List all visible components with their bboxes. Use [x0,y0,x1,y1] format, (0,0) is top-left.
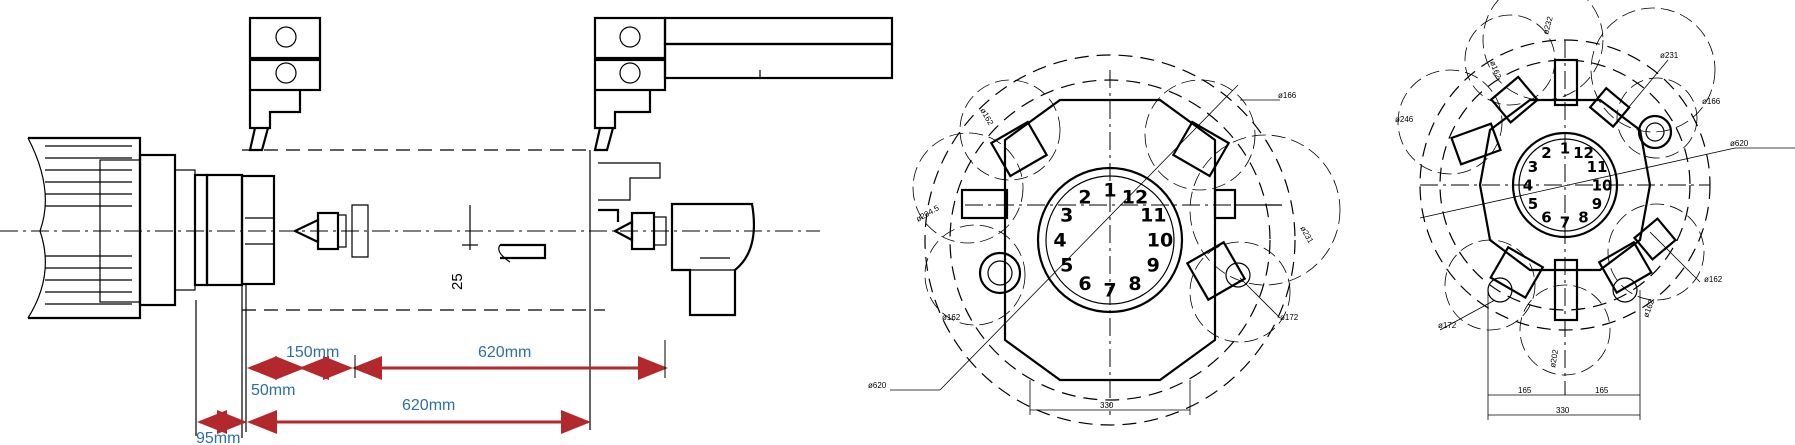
center-left [292,204,369,258]
turret-b-w165-left: 165 [1518,386,1532,395]
station-number: 8 [1578,208,1588,226]
station-number: 5 [1528,195,1538,213]
turret-b: ø232 ø231 ø246 ø166 ø620 ø162 ø172 ø162 … [1395,0,1795,420]
turret-b-w165-right: 165 [1595,386,1609,395]
station-number: 6 [1078,273,1091,295]
station-number: 2 [1541,144,1551,162]
upper-toolpost-left [248,16,322,152]
turret-b-d162: ø162 [1704,275,1723,284]
station-number: 4 [1053,230,1066,252]
dimension-arrows [197,340,668,434]
turret-a-w330: 330 [1100,401,1114,410]
station-number: 4 [1523,176,1533,194]
turret-a-d231: ø231 [1298,225,1315,246]
dim-620-bottom: 620mm [402,397,455,414]
station-number: 12 [1122,186,1148,208]
station-number: 7 [1103,280,1116,302]
headstock [27,136,276,320]
station-number: 9 [1147,255,1160,277]
turret-a-d162-top: ø162 [978,107,995,128]
turret-b-w330: 330 [1556,406,1570,415]
turret-a: ø162 ø166 ø204.5 ø231 ø162 ø172 ø620 330… [868,54,1341,426]
station-number: 10 [1147,230,1173,252]
upper-toolpost-right [593,16,894,152]
turret-a-d620: ø620 [868,381,887,390]
side-view: 150mm 620mm 50mm 620mm 95mm 25 [0,16,894,445]
tailstock [598,162,756,317]
turret-a-d172: ø172 [1280,313,1299,322]
station-number: 2 [1078,186,1091,208]
station-number: 3 [1528,158,1538,176]
station-number: 1 [1103,180,1116,202]
turret-a-d204: ø204.5 [915,203,942,224]
station-number: 10 [1592,176,1613,194]
work-envelope [195,149,605,438]
turret-b-d202: ø202 [1548,348,1560,368]
turret-b-d232: ø232 [1541,15,1555,35]
station-number: 8 [1128,273,1141,295]
turret-b-d620: ø620 [1730,139,1749,148]
turret-b-d162-top: ø162 [1488,60,1503,81]
station-number: 6 [1541,208,1551,226]
station-number: 11 [1140,205,1166,227]
turret-b-d162-low: ø162 [1641,298,1656,319]
turret-b-d166: ø166 [1702,97,1721,106]
turret-a-d162-bottom: ø162 [942,313,961,322]
dim-25: 25 [449,273,466,290]
dim-50: 50mm [251,382,295,399]
station-number: 1 [1560,139,1570,157]
dim-620-top: 620mm [478,344,531,361]
boring-tool [462,205,547,263]
station-number: 3 [1060,205,1073,227]
turret-b-d246: ø246 [1395,115,1414,124]
dim-150: 150mm [286,344,339,361]
turret-b-d231: ø231 [1660,51,1679,60]
station-number: 9 [1592,195,1602,213]
turret-b-d172: ø172 [1438,321,1457,330]
station-number: 12 [1573,144,1594,162]
turret-a-d166: ø166 [1278,91,1297,100]
dim-95: 95mm [196,430,240,445]
station-number: 11 [1587,158,1608,176]
station-number: 5 [1060,255,1073,277]
station-number: 7 [1560,213,1570,231]
